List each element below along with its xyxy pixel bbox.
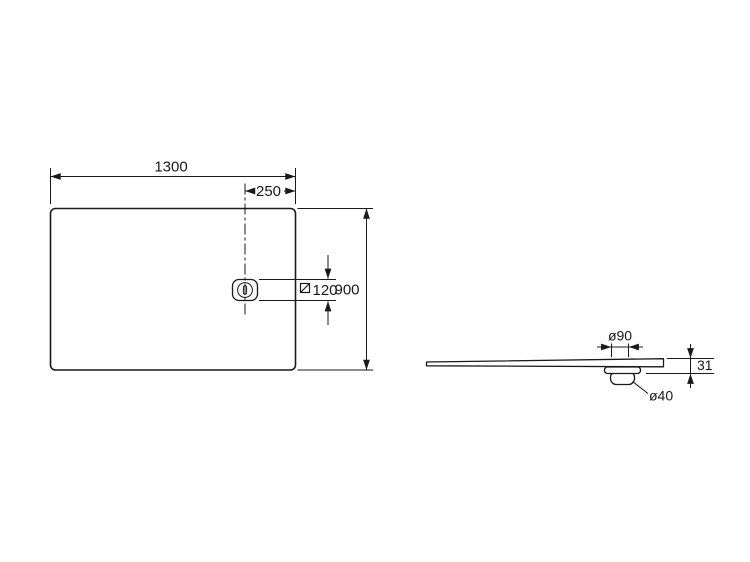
dim-overall-width-label: 1300 [154, 159, 187, 176]
dim-tray-height-label: 31 [697, 357, 713, 373]
square-section-symbol-icon [299, 282, 311, 294]
waste-trap-outline [603, 366, 642, 386]
tray-top-outline [49, 207, 297, 371]
dim-drain-offset: 250 [245, 183, 296, 200]
tray-side-profile [425, 358, 665, 368]
top-view: 1300 250 900 [49, 159, 373, 371]
dim-drain-square: 120 [259, 255, 338, 325]
dim-waste-outlet-label: ø40 [649, 388, 673, 404]
dim-drain-offset-label: 250 [256, 183, 281, 200]
dim-overall-width: 1300 [50, 159, 296, 204]
dim-drain-square-label: 120 [313, 282, 338, 299]
dim-overall-depth-label: 900 [334, 282, 359, 299]
side-view: ø90 31 ø40 [425, 328, 714, 404]
dim-drain-hole-label: ø90 [608, 328, 632, 344]
dim-overall-depth: 900 [297, 208, 373, 371]
dim-waste-outlet: ø40 [632, 381, 673, 404]
dim-drain-hole: ø90 [597, 328, 643, 357]
dim-tray-height: 31 [646, 344, 714, 388]
